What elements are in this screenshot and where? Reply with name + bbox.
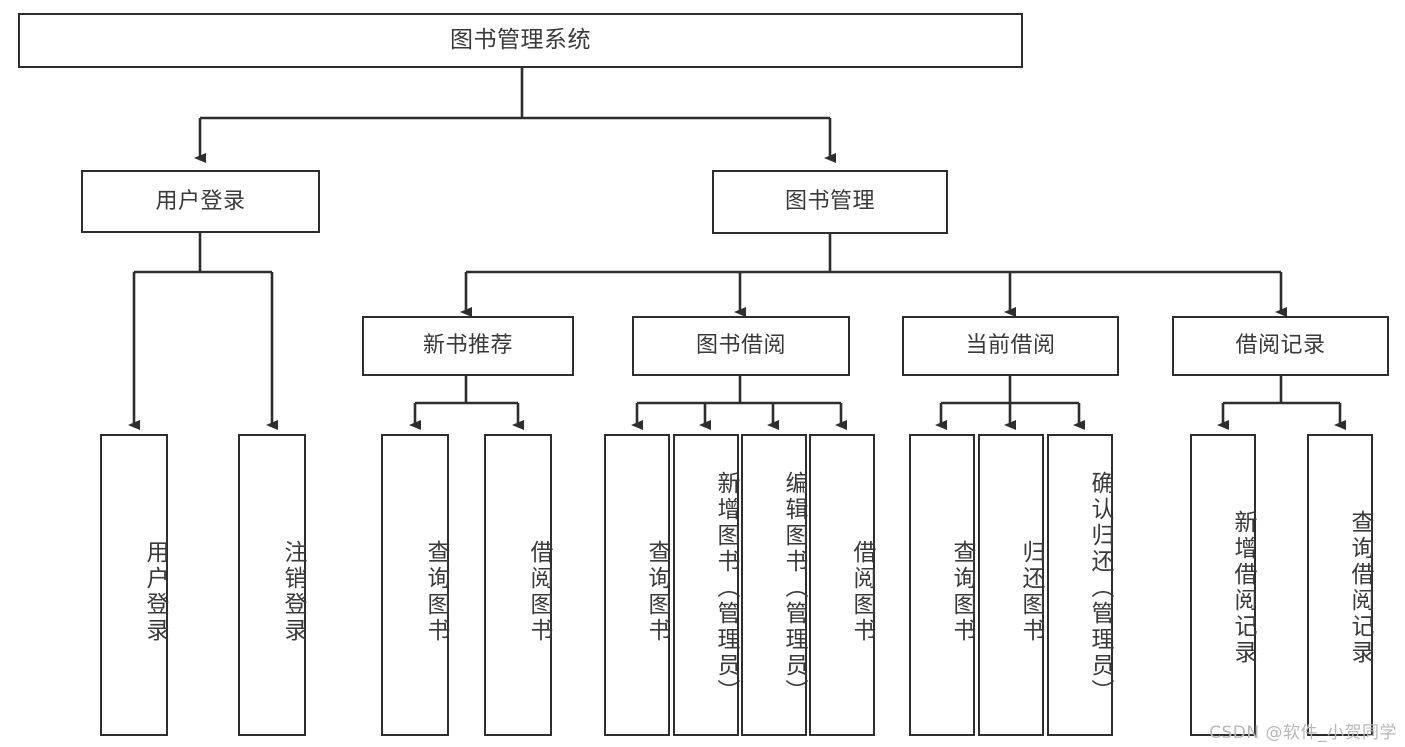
node-label: 查询图书 xyxy=(949,540,975,644)
node-label: 查询图书 xyxy=(644,540,670,644)
node-label: 图书借阅 xyxy=(695,333,786,359)
node-label: 用户登录 xyxy=(142,540,168,644)
node-leaf-edit-book[interactable]: 编辑图书（管理员） xyxy=(741,434,807,736)
node-label: 编辑图书（管理员） xyxy=(781,471,807,705)
node-borrow-record[interactable]: 借阅记录 xyxy=(1172,316,1389,376)
node-label: 借阅图书 xyxy=(849,540,875,644)
node-new-book-recommend[interactable]: 新书推荐 xyxy=(362,316,574,376)
node-leaf-confirm-return[interactable]: 确认归还（管理员） xyxy=(1047,434,1113,736)
node-leaf-logout-login[interactable]: 注销登录 xyxy=(238,434,306,736)
node-book-borrow[interactable]: 图书借阅 xyxy=(632,316,850,376)
node-current-borrow[interactable]: 当前借阅 xyxy=(902,316,1119,376)
node-leaf-query-record[interactable]: 查询借阅记录 xyxy=(1307,434,1373,736)
node-label: 图书管理系统 xyxy=(450,27,591,54)
node-label: 当前借阅 xyxy=(965,333,1056,359)
node-leaf-user-login[interactable]: 用户登录 xyxy=(100,434,168,736)
node-leaf-return-book[interactable]: 归还图书 xyxy=(978,434,1044,736)
node-label: 图书管理 xyxy=(784,189,875,215)
node-label: 新书推荐 xyxy=(422,333,513,359)
node-label: 注销登录 xyxy=(280,540,306,644)
node-leaf-borrow-book-2[interactable]: 借阅图书 xyxy=(809,434,875,736)
node-label: 借阅图书 xyxy=(526,540,552,644)
node-label: 确认归还（管理员） xyxy=(1087,471,1113,705)
node-leaf-query-book-3[interactable]: 查询图书 xyxy=(909,434,975,736)
node-label: 查询图书 xyxy=(423,540,449,644)
node-leaf-add-book[interactable]: 新增图书（管理员） xyxy=(673,434,739,736)
node-user-login[interactable]: 用户登录 xyxy=(81,170,320,233)
node-leaf-query-book-1[interactable]: 查询图书 xyxy=(381,434,449,736)
node-label: 用户登录 xyxy=(155,188,246,214)
node-leaf-query-book-2[interactable]: 查询图书 xyxy=(604,434,670,736)
node-leaf-borrow-book-1[interactable]: 借阅图书 xyxy=(484,434,552,736)
node-label: 归还图书 xyxy=(1018,540,1044,644)
node-label: 新增图书（管理员） xyxy=(713,471,739,705)
node-label: 查询借阅记录 xyxy=(1347,510,1373,666)
node-label: 新增借阅记录 xyxy=(1230,510,1256,666)
node-label: 借阅记录 xyxy=(1235,333,1326,359)
node-root-system[interactable]: 图书管理系统 xyxy=(18,13,1023,68)
node-book-management[interactable]: 图书管理 xyxy=(712,170,948,234)
node-leaf-add-record[interactable]: 新增借阅记录 xyxy=(1190,434,1256,736)
